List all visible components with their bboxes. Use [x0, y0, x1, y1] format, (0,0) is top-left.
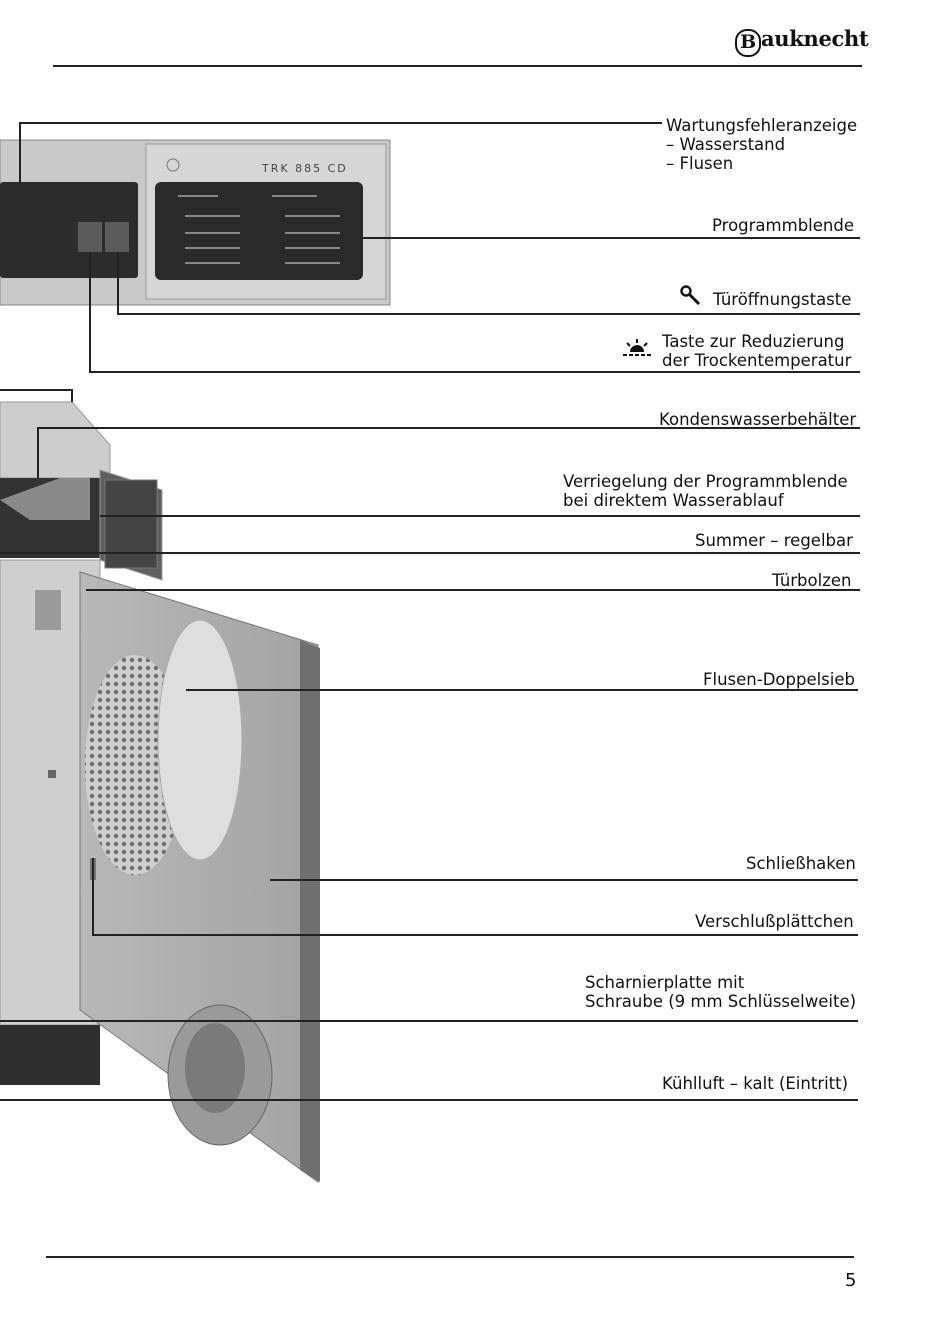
label-kondenswasserbehaelter: Kondenswasserbehälter — [659, 410, 857, 429]
panel-button-door — [105, 222, 129, 252]
brand-logo-initial: B — [735, 29, 761, 57]
label-temperatur-line1: Taste zur Reduzierung — [662, 332, 845, 351]
sun-reduce-icon — [623, 339, 651, 356]
lint-filter-double — [157, 619, 243, 861]
label-verschlussplaettchen: Verschlußplättchen — [695, 912, 854, 931]
leader-top-edge — [0, 389, 73, 402]
leader-temperatur — [89, 252, 860, 373]
label-tueroeffnungstaste: Türöffnungstaste — [713, 290, 852, 309]
footer-rule — [46, 1256, 854, 1258]
label-verriegelung: Verriegelung der Programmblende bei dire… — [563, 472, 848, 510]
label-scharnierplatte: Scharnierplatte mit Schraube (9 mm Schlü… — [585, 973, 856, 1011]
leader-lines — [0, 122, 860, 1101]
label-scharnier-line1: Scharnierplatte mit — [585, 973, 745, 992]
condensate-container — [0, 401, 163, 581]
brand-logo-text: auknecht — [761, 26, 869, 51]
leader-wartung — [19, 122, 662, 182]
panel-model-text: TRK 885 CD — [261, 162, 348, 175]
label-scharnier-line2: Schraube (9 mm Schlüsselweite) — [585, 992, 857, 1011]
label-tuerbolzen: Türbolzen — [772, 571, 852, 590]
wrench-icon — [680, 285, 701, 306]
header-rule — [53, 65, 862, 67]
control-panel: TRK 885 CD — [0, 139, 391, 306]
label-summer: Summer – regelbar — [695, 531, 853, 550]
leader-tueroeffnung — [117, 252, 860, 315]
label-kuehlluft: Kühlluft – kalt (Eintritt) — [662, 1074, 849, 1093]
panel-button-temperature — [78, 222, 102, 252]
dryer-door — [79, 571, 320, 1183]
program-selector — [155, 182, 363, 280]
label-programmblende: Programmblende — [712, 216, 854, 235]
label-schliesshaken: Schließhaken — [746, 854, 856, 873]
label-verriegelung-line1: Verriegelung der Programmblende — [563, 472, 848, 491]
label-wartung-line2: – Wasserstand — [666, 135, 786, 154]
label-temperatur-line2: der Trockentemperatur — [662, 351, 852, 370]
label-wartung-line3: – Flusen — [666, 154, 734, 173]
label-temperatur: Taste zur Reduzierung der Trockentempera… — [662, 332, 851, 370]
label-flusen-doppelsieb: Flusen-Doppelsieb — [703, 670, 855, 689]
panel-display-area — [0, 182, 138, 278]
leader-kondens — [37, 427, 860, 478]
page-number: 5 — [845, 1270, 857, 1291]
label-wartung-line1: Wartungsfehleranzeige — [666, 116, 858, 135]
label-verriegelung-line2: bei direktem Wasserablauf — [563, 491, 784, 510]
label-wartungsfehleranzeige: Wartungsfehleranzeige – Wasserstand – Fl… — [666, 116, 857, 173]
leader-verschluss — [92, 858, 858, 936]
